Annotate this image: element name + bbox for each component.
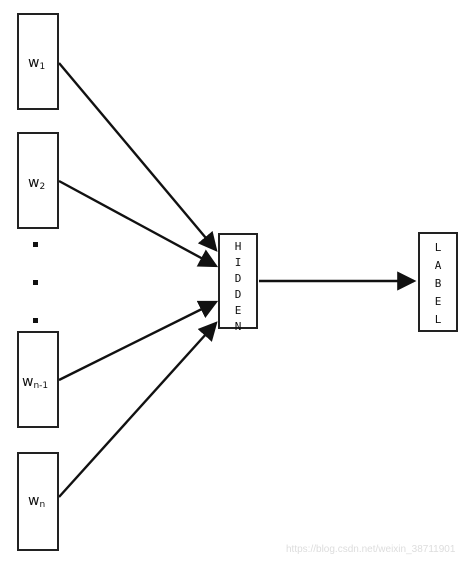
ellipsis-dot-3 xyxy=(33,318,38,323)
label-node-text: L A B E L xyxy=(420,242,456,325)
arrow-w2-to-hidden xyxy=(58,179,219,268)
label-node: L A B E L xyxy=(418,232,458,332)
hidden-letter-2: I xyxy=(234,256,242,269)
input-label-wn-sub: n xyxy=(39,500,46,510)
label-letter-5: L xyxy=(434,313,442,326)
input-label-wn-1-sub: n-1 xyxy=(33,381,49,391)
hidden-letter-3: D xyxy=(234,272,242,285)
input-label-w2-base: w xyxy=(28,175,40,191)
input-node-w1: w1 xyxy=(17,13,59,110)
watermark-text: https://blog.csdn.net/weixin_38711901 xyxy=(286,544,456,555)
input-label-wn-1: wn-1 xyxy=(22,375,48,391)
hidden-node-text: H I D D E N xyxy=(220,241,256,332)
ellipsis-dot-2 xyxy=(33,280,38,285)
input-label-w2: w2 xyxy=(28,176,45,192)
label-letter-4: E xyxy=(434,295,442,308)
input-label-w1-sub: 1 xyxy=(39,62,46,72)
input-label-w1: w1 xyxy=(28,56,45,72)
input-label-w2-sub: 2 xyxy=(39,182,46,192)
input-label-w1-base: w xyxy=(28,55,40,71)
label-letter-1: L xyxy=(434,241,442,254)
input-node-wn: wn xyxy=(17,452,59,551)
input-label-wn-base: w xyxy=(28,493,40,509)
label-letter-2: A xyxy=(434,259,442,272)
arrow-wn-to-hidden xyxy=(58,321,218,498)
input-label-wn-1-base: w xyxy=(22,374,34,390)
arrow-wn1-to-hidden xyxy=(58,300,219,382)
input-label-wn: wn xyxy=(28,494,45,510)
hidden-letter-1: H xyxy=(234,240,242,253)
hidden-letter-4: D xyxy=(234,288,242,301)
ellipsis-dot-1 xyxy=(33,242,38,247)
input-node-w2: w2 xyxy=(17,132,59,229)
input-node-wn-1: wn-1 xyxy=(17,331,59,428)
hidden-node: H I D D E N xyxy=(218,233,258,332)
hidden-letter-5: E xyxy=(234,304,242,317)
label-letter-3: B xyxy=(434,277,442,290)
arrow-w1-to-hidden xyxy=(58,62,218,252)
hidden-letter-6: N xyxy=(234,320,242,333)
